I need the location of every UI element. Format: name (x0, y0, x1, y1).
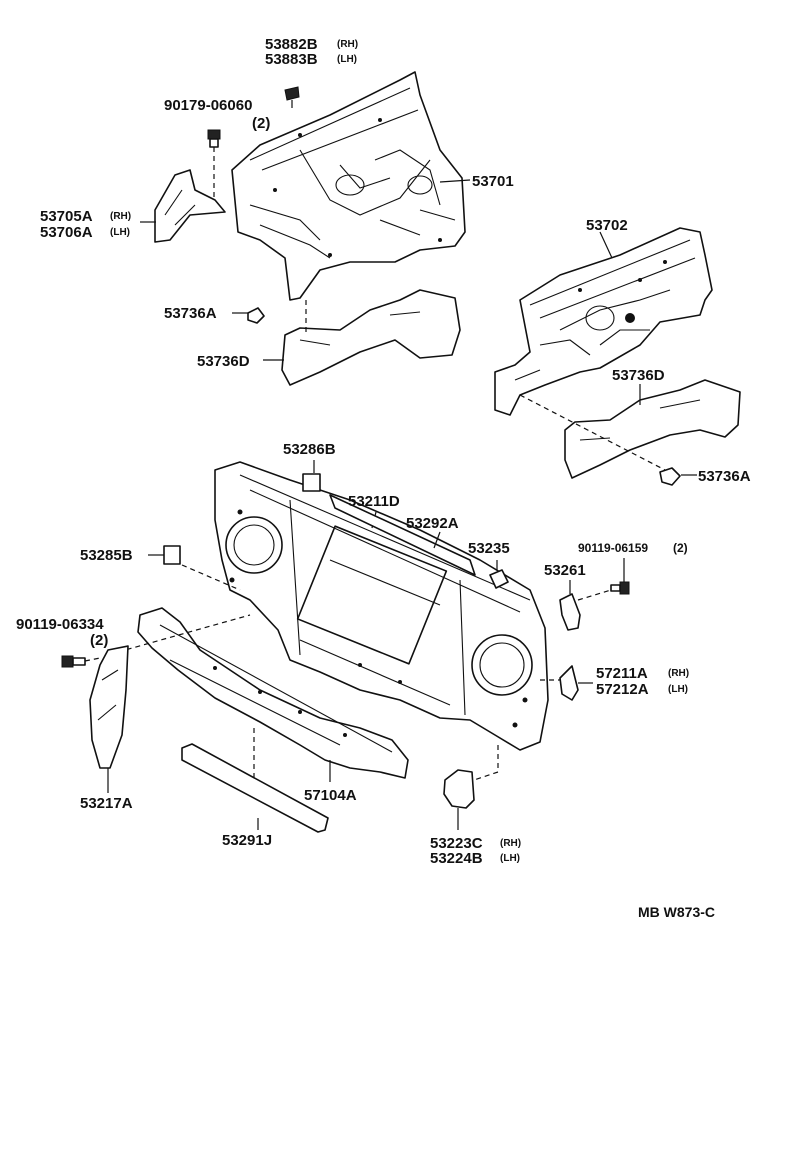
bracket-57211A (559, 665, 579, 701)
label-53286B: 53286B (283, 441, 336, 458)
label-90179-qty: (2) (252, 115, 270, 132)
bolt-90179-icon (207, 129, 221, 148)
cushion-53286B (302, 473, 321, 492)
diagram-code: MB W873-C (638, 904, 715, 920)
label-53235: 53235 (468, 540, 510, 557)
label-53292A: 53292A (406, 515, 459, 532)
label-53217A: 53217A (80, 795, 133, 812)
label-57104A: 57104A (304, 787, 357, 804)
label-53701: 53701 (472, 173, 514, 190)
brace-53217A (89, 645, 129, 769)
label-53736A-left: 53736A (164, 305, 217, 322)
label-90119-06159: 90119-06159 (578, 541, 648, 555)
label-53211D: 53211D (348, 493, 400, 510)
bolt-90119-06334-icon (61, 655, 86, 668)
radiator-support-53211D (214, 461, 549, 751)
label-53883B-side: (LH) (337, 54, 357, 65)
label-53291J: 53291J (222, 832, 272, 849)
label-53224B: 53224B (430, 850, 483, 867)
label-90179: 90179-06060 (164, 97, 252, 114)
label-90119-06334: 90119-06334 (16, 616, 104, 633)
insulator-53736D-left (281, 289, 461, 386)
insulator-53736D-right (564, 379, 741, 479)
seal-53292A (329, 494, 476, 576)
bar-53291J (181, 743, 329, 833)
label-53702: 53702 (586, 217, 628, 234)
label-53736A-right: 53736A (698, 468, 751, 485)
clip-53736A-right (659, 467, 681, 486)
bolt-90119-06159-icon (610, 581, 630, 595)
latch-53261 (559, 593, 581, 631)
cushion-53285B (163, 545, 181, 565)
label-53882B-side: (RH) (337, 39, 358, 50)
clip-53235 (489, 569, 509, 589)
fender-apron-53702 (494, 227, 713, 416)
label-57211A-side: (RH) (668, 668, 689, 679)
label-57212A: 57212A (596, 681, 649, 698)
label-90119-06159-qty: (2) (673, 541, 688, 555)
bracket-53705A (154, 169, 226, 243)
bracket-53223C (443, 769, 475, 809)
label-53882B: 53882B (265, 36, 318, 53)
label-53706A: 53706A (40, 224, 93, 241)
label-57211A: 57211A (596, 665, 648, 682)
label-53223C-side: (RH) (500, 838, 521, 849)
label-53223C: 53223C (430, 835, 483, 852)
label-53261: 53261 (544, 562, 586, 579)
clip-53882B (284, 86, 300, 101)
label-53706A-side: (LH) (110, 227, 130, 238)
label-53736D-left: 53736D (197, 353, 250, 370)
clip-53736A-left (247, 307, 265, 324)
label-90119-06334-qty: (2) (90, 632, 108, 649)
fender-apron-53701 (231, 71, 466, 301)
label-57212A-side: (LH) (668, 684, 688, 695)
label-53705A-side: (RH) (110, 211, 131, 222)
label-53883B: 53883B (265, 51, 318, 68)
label-53224B-side: (LH) (500, 853, 520, 864)
label-53736D-right: 53736D (612, 367, 665, 384)
label-53285B: 53285B (80, 547, 133, 564)
crossmember-57104A (137, 607, 409, 779)
label-53705A: 53705A (40, 208, 93, 225)
